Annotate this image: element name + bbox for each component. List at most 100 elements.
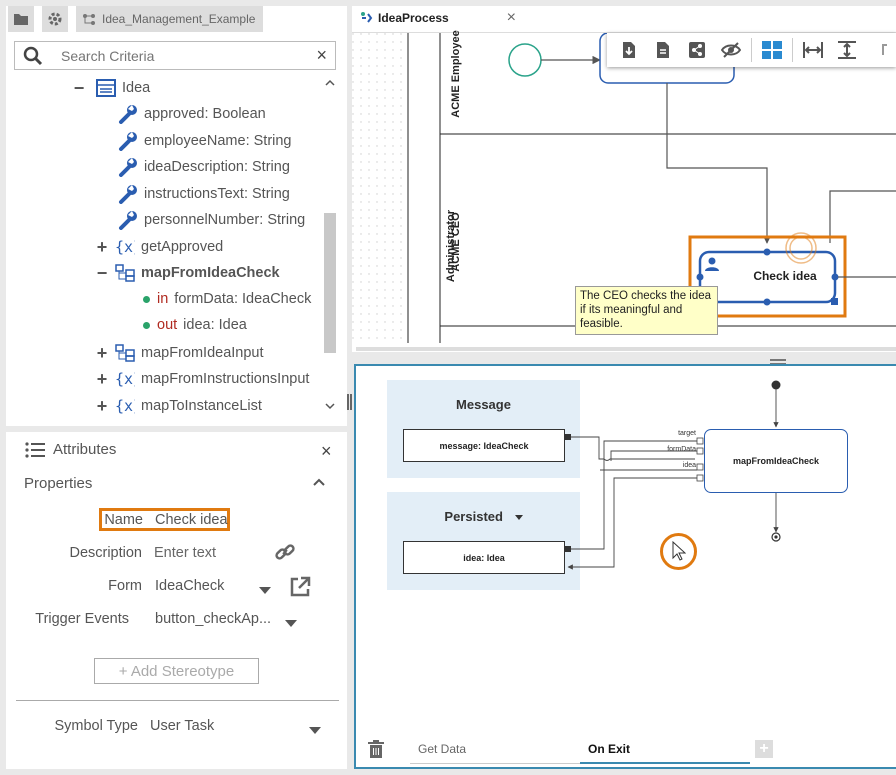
tree-item-mapfrominstructionsinput[interactable]: + {x} mapFromInstructionsInput: [95, 367, 309, 391]
param-name: idea: [183, 317, 210, 333]
collapse-icon[interactable]: −: [95, 263, 109, 284]
add-tab-icon[interactable]: +: [755, 740, 773, 758]
task-tooltip: The CEO checks the idea if its meaningfu…: [575, 286, 718, 335]
folder-button[interactable]: [8, 6, 34, 32]
description-label: Description: [7, 545, 142, 561]
close-attributes-icon[interactable]: ×: [321, 441, 332, 462]
tree-item-idea[interactable]: − Idea: [72, 76, 150, 100]
add-stereotype-button[interactable]: + Add Stereotype: [94, 658, 259, 684]
trigger-events-label: Trigger Events: [0, 611, 129, 627]
tree-item-attribute[interactable]: instructionsText: String: [118, 182, 290, 206]
tree-item-attribute[interactable]: approved: Boolean: [118, 102, 266, 126]
tree-item-mapfromideacheck[interactable]: − mapFromIdeaCheck: [95, 261, 280, 285]
download-icon: [621, 41, 637, 59]
clear-search-icon[interactable]: ×: [316, 45, 327, 66]
expand-icon[interactable]: +: [95, 343, 109, 364]
expand-icon[interactable]: +: [95, 369, 109, 390]
tree-item-label: mapFromInstructionsInput: [141, 371, 309, 387]
description-field[interactable]: Enter text: [154, 545, 216, 561]
attributes-header: Attributes: [25, 441, 116, 458]
user-task-icon: [704, 256, 720, 272]
splitter-handle-icon[interactable]: [347, 394, 352, 410]
hide-button[interactable]: [717, 36, 745, 64]
attributes-title: Attributes: [53, 441, 116, 458]
tree-item-label: mapFromIdeaInput: [141, 345, 264, 361]
wrench-icon: [118, 104, 138, 124]
list-icon: [25, 442, 45, 458]
tree-item-getapproved[interactable]: + {x} getApproved: [95, 235, 223, 259]
gear-icon: [47, 11, 63, 27]
expand-icon[interactable]: +: [95, 396, 109, 417]
symbol-type-label: Symbol Type: [3, 718, 138, 734]
symbol-type-select[interactable]: User Task: [150, 718, 214, 734]
mapping-icon: [115, 264, 135, 282]
eye-off-icon: [721, 42, 741, 58]
attribute-type: : String: [244, 159, 290, 175]
form-select[interactable]: IdeaCheck: [155, 578, 224, 594]
link-icon[interactable]: [275, 542, 295, 567]
wrench-icon: [118, 131, 138, 151]
caret-down-icon[interactable]: [515, 515, 523, 520]
toolbar-divider: [792, 38, 793, 62]
tab-on-exit[interactable]: On Exit: [580, 740, 750, 764]
attribute-type: : String: [246, 133, 292, 149]
search-input[interactable]: [43, 48, 316, 64]
tree-item-attribute[interactable]: employeeName: String: [118, 129, 292, 153]
document-button[interactable]: [649, 36, 677, 64]
attribute-name: instructionsText: [144, 186, 244, 202]
delete-button[interactable]: [368, 740, 384, 763]
param-type: : IdeaCheck: [234, 291, 311, 307]
persisted-field[interactable]: idea: Idea: [403, 541, 565, 574]
search-icon: [23, 46, 43, 66]
open-external-icon[interactable]: [289, 576, 311, 603]
expand-icon[interactable]: +: [95, 237, 109, 258]
settings-button[interactable]: [42, 6, 68, 32]
lane-acme-ceo: ACME CEO: [450, 192, 466, 292]
undo-button[interactable]: [867, 36, 895, 64]
undo-icon: [875, 41, 887, 59]
search-box: ×: [14, 41, 336, 70]
param-direction: out: [157, 317, 177, 333]
tab-ideaprocess-label: IdeaProcess: [378, 11, 449, 25]
folder-icon: [13, 12, 29, 26]
svg-text:{x}: {x}: [115, 238, 135, 256]
fit-height-button[interactable]: [833, 36, 861, 64]
message-field[interactable]: message: IdeaCheck: [403, 429, 565, 462]
attribute-type: : String: [244, 186, 290, 202]
tree-item-maptoinstancelist[interactable]: + {x} mapToInstanceList: [95, 394, 262, 418]
divider: [16, 700, 339, 701]
scrollbar-thumb[interactable]: [324, 213, 336, 353]
param-name: formData: [174, 291, 234, 307]
collapse-icon[interactable]: −: [72, 78, 86, 99]
name-field[interactable]: Check idea: [155, 512, 228, 528]
tab-ideaprocess[interactable]: IdeaProcess ×: [354, 6, 522, 32]
trigger-dropdown-icon[interactable]: [285, 615, 297, 633]
share-button[interactable]: [683, 36, 711, 64]
trigger-events-select[interactable]: button_checkAp...: [155, 611, 271, 627]
model-tab-label: Idea_Management_Example: [102, 12, 255, 26]
tree-item-mapfromideainput[interactable]: + mapFromIdeaInput: [95, 341, 264, 365]
fit-width-button[interactable]: [799, 36, 827, 64]
form-dropdown-icon[interactable]: [259, 582, 271, 600]
tree-item-param-out[interactable]: out idea: Idea: [143, 313, 247, 337]
chevron-up-icon[interactable]: [312, 474, 326, 492]
symbol-type-dropdown-icon[interactable]: [309, 722, 321, 740]
param-dot-icon: [143, 296, 150, 303]
svg-text:{x}: {x}: [115, 397, 135, 415]
tree-item-attribute[interactable]: ideaDescription: String: [118, 155, 290, 179]
task-label[interactable]: Check idea: [740, 269, 830, 283]
tree-item-param-in[interactable]: in formData: IdeaCheck: [143, 287, 311, 311]
tree-item-attribute[interactable]: personnelNumber: String: [118, 208, 305, 232]
model-tab[interactable]: Idea_Management_Example: [76, 6, 263, 32]
toolbar-divider: [751, 38, 752, 62]
download-button[interactable]: [615, 36, 643, 64]
tab-get-data[interactable]: Get Data: [410, 740, 580, 764]
diagram-hscrollbar[interactable]: [356, 347, 896, 351]
close-tab-icon[interactable]: ×: [507, 9, 516, 27]
diagram-toolbar: [607, 33, 896, 67]
class-icon: [96, 79, 116, 97]
trash-icon: [368, 740, 384, 758]
persisted-header[interactable]: Persisted: [387, 509, 580, 524]
wrench-icon: [118, 210, 138, 230]
layout-button[interactable]: [758, 36, 786, 64]
